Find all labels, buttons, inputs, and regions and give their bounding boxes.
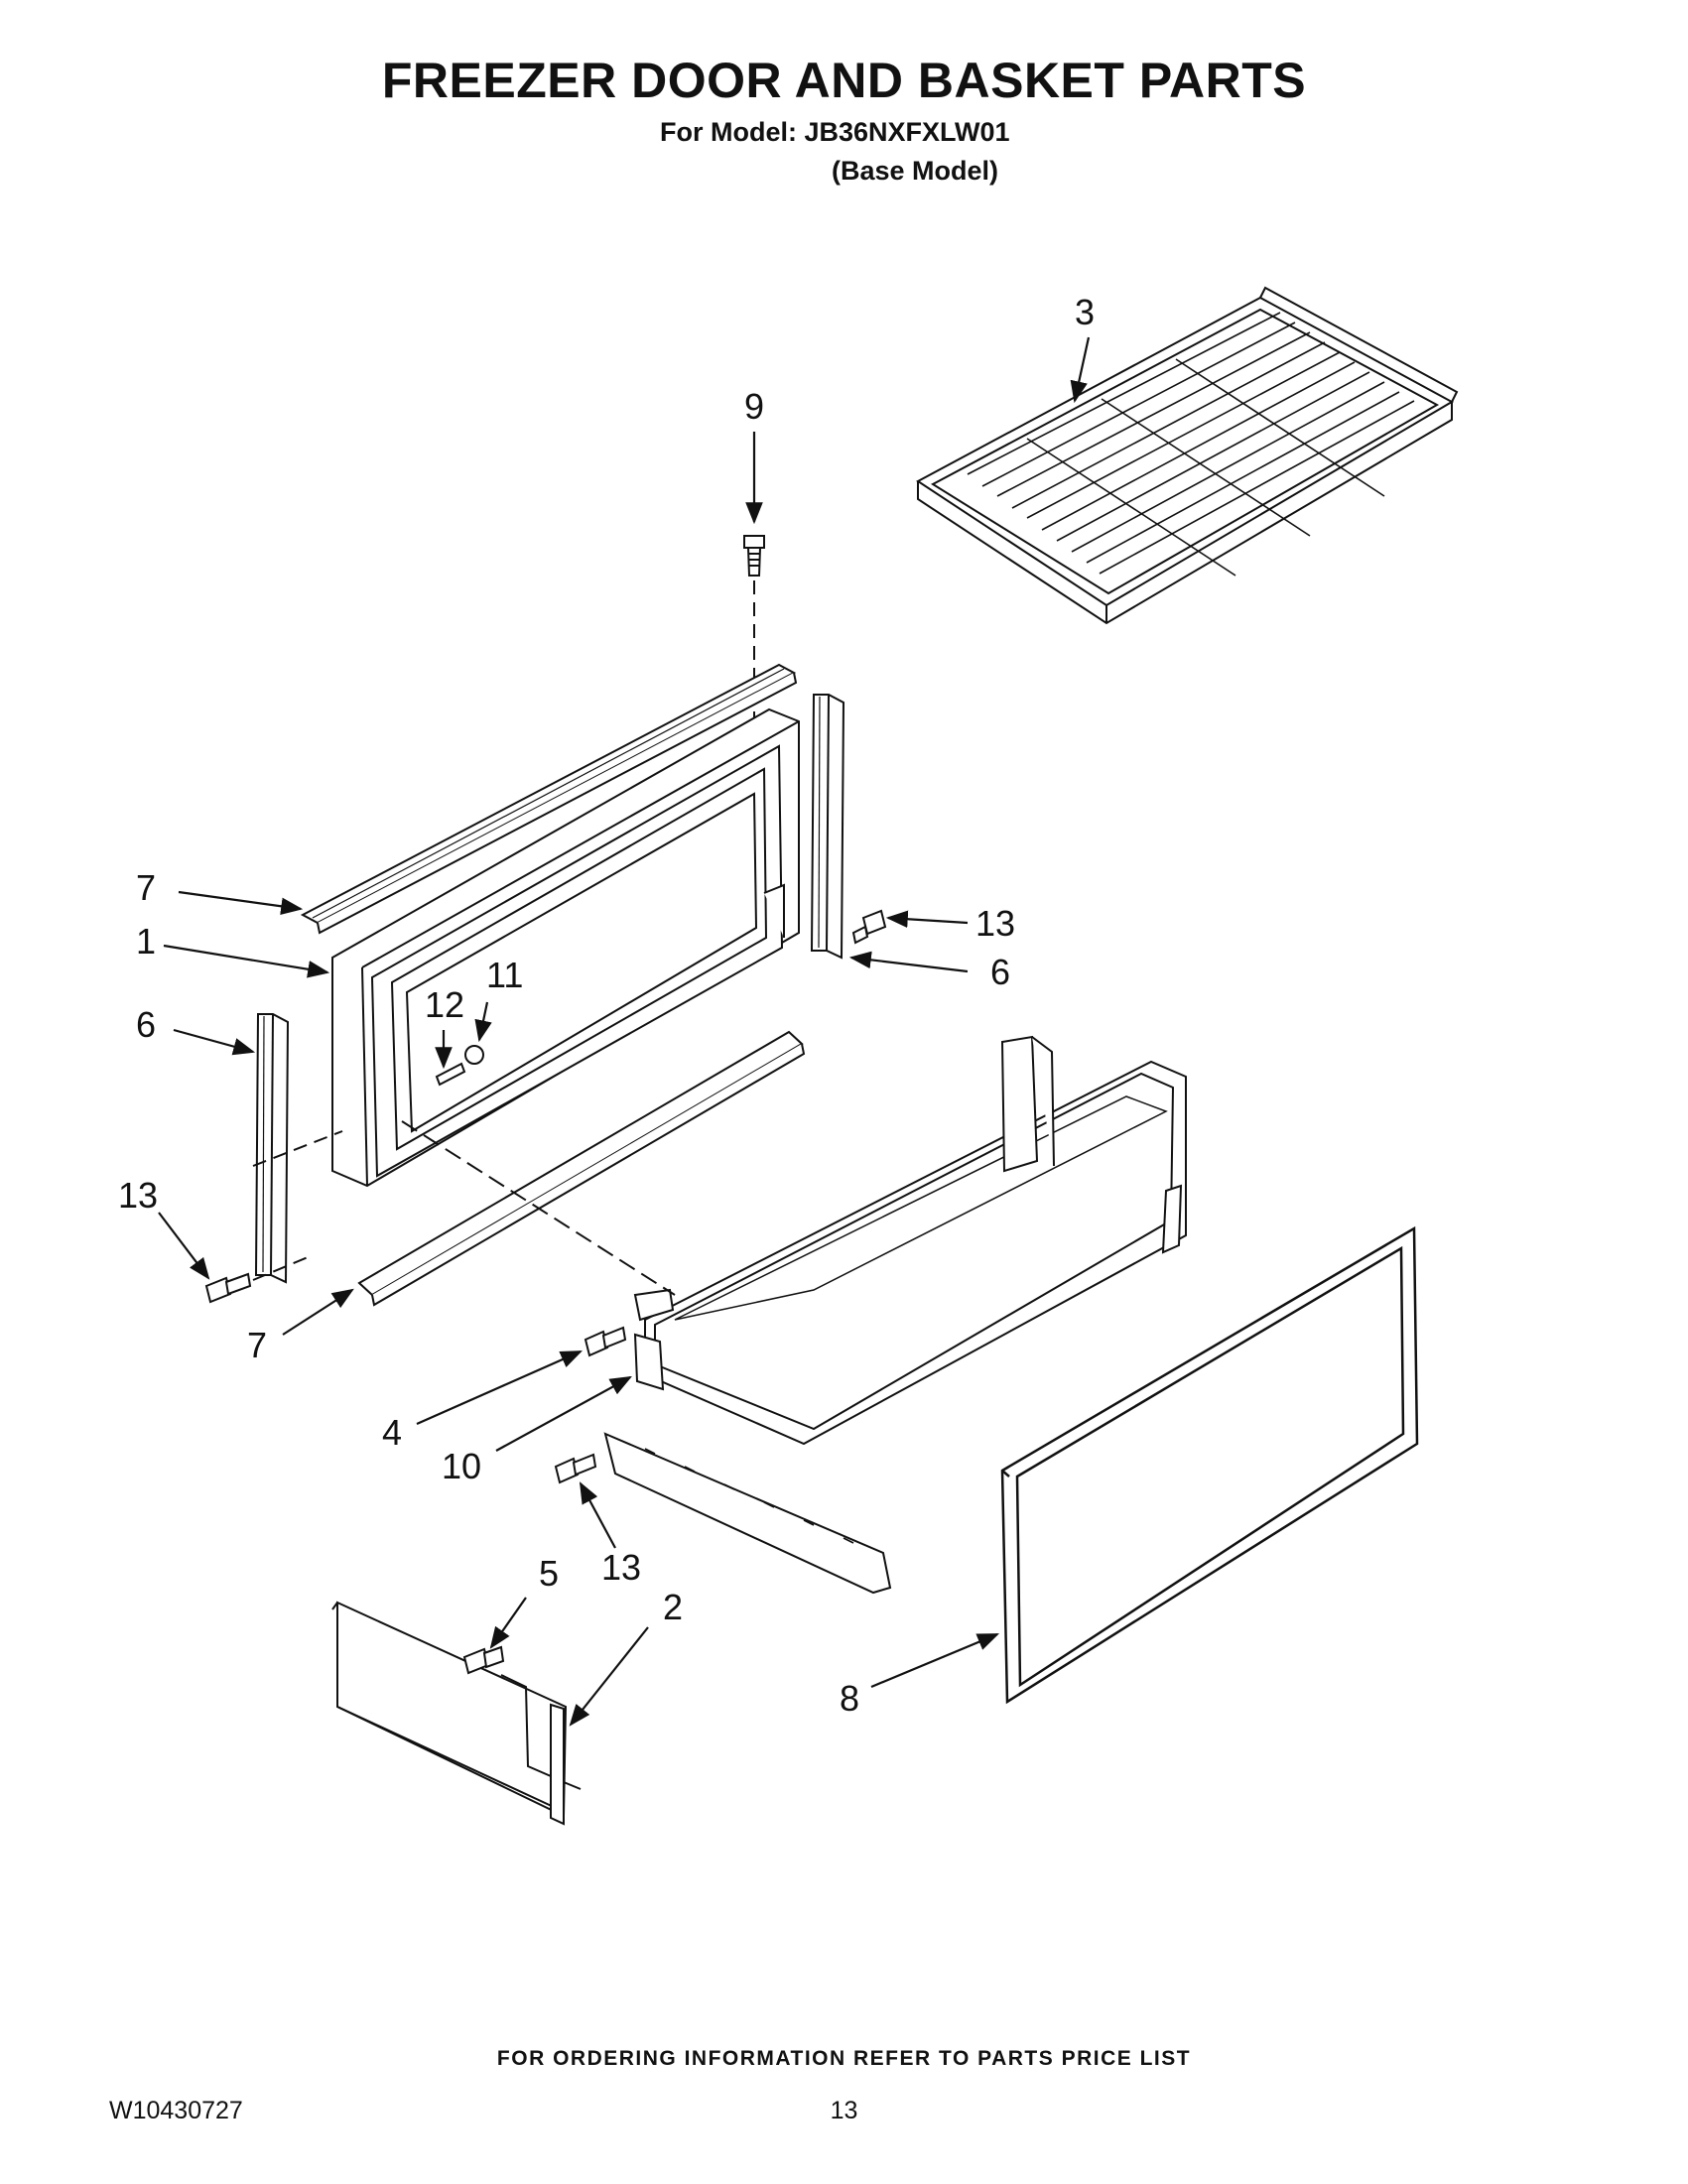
- ordering-note: FOR ORDERING INFORMATION REFER TO PARTS …: [496, 2047, 1192, 2070]
- leader-6-left: [173, 1028, 256, 1056]
- leader-13-right: [885, 910, 969, 929]
- leader-8: [870, 1632, 1000, 1689]
- callout-4: 4: [382, 1412, 402, 1453]
- leader-7-top: [178, 890, 304, 916]
- callout-2: 2: [663, 1587, 683, 1627]
- leader-6-right: [848, 951, 969, 973]
- callout-11: 11: [486, 955, 523, 995]
- freezer-basket: [633, 1035, 1187, 1446]
- stud-part-12: [435, 1062, 466, 1087]
- leader-2: [569, 1626, 649, 1727]
- door-trim-bottom-part-7: [357, 1030, 806, 1307]
- door-gasket-part-8: [1000, 1225, 1419, 1705]
- leader-3: [1070, 336, 1091, 404]
- callout-12: 12: [425, 984, 464, 1025]
- page-number: 13: [830, 2097, 858, 2124]
- callout-7-top: 7: [136, 867, 156, 908]
- callout-6-left: 6: [136, 1004, 156, 1045]
- slide-rail-part-10: [603, 1333, 892, 1595]
- nut-part-11: [464, 1045, 484, 1065]
- leader-7-bottom: [282, 1288, 354, 1336]
- leader-11: [474, 1001, 492, 1043]
- callout-9: 9: [744, 386, 764, 427]
- base-model-label: (Base Model): [832, 156, 999, 186]
- screw-part-5: [462, 1645, 505, 1675]
- screw-5-guide-line: [500, 1674, 552, 1777]
- page-title: FREEZER DOOR AND BASKET PARTS: [381, 53, 1307, 108]
- door-trim-top-part-7: [300, 663, 798, 935]
- left-screw-guide-line: [252, 1254, 314, 1281]
- screw-part-13-left: [204, 1272, 252, 1304]
- leader-13-bottom: [579, 1481, 616, 1549]
- leader-5: [489, 1597, 527, 1649]
- drawer-front-part-2: [331, 1601, 582, 1826]
- screw-part-13-right: [851, 909, 887, 945]
- callout-8: 8: [840, 1678, 859, 1719]
- callout-6-right: 6: [990, 952, 1010, 992]
- document-number: W10430727: [109, 2097, 243, 2124]
- leader-10: [495, 1375, 632, 1452]
- screw-part-4: [584, 1326, 627, 1357]
- callout-10: 10: [442, 1446, 481, 1486]
- leader-13-left: [158, 1212, 210, 1280]
- callout-7-bottom: 7: [247, 1325, 267, 1365]
- callout-13-left: 13: [118, 1175, 158, 1216]
- callout-5: 5: [539, 1553, 559, 1594]
- callout-leaders: [158, 336, 1091, 1727]
- screw-part-13-bottom: [554, 1453, 597, 1484]
- left-trim-guide-line: [252, 1130, 343, 1167]
- leader-1: [163, 944, 330, 978]
- callout-13-bottom: 13: [601, 1547, 641, 1588]
- callout-1: 1: [136, 921, 156, 962]
- door-side-trim-left-part-6: [254, 1013, 290, 1284]
- callout-3: 3: [1075, 292, 1095, 332]
- basket-door-guide-line: [401, 1120, 676, 1296]
- leader-4: [416, 1349, 584, 1426]
- screw-part-9: [743, 535, 765, 577]
- basket-divider-part-3: [916, 286, 1459, 625]
- callout-13-right: 13: [975, 903, 1015, 944]
- model-line: For Model: JB36NXFXLW01: [660, 117, 1010, 147]
- door-side-trim-right-part-6: [810, 694, 845, 960]
